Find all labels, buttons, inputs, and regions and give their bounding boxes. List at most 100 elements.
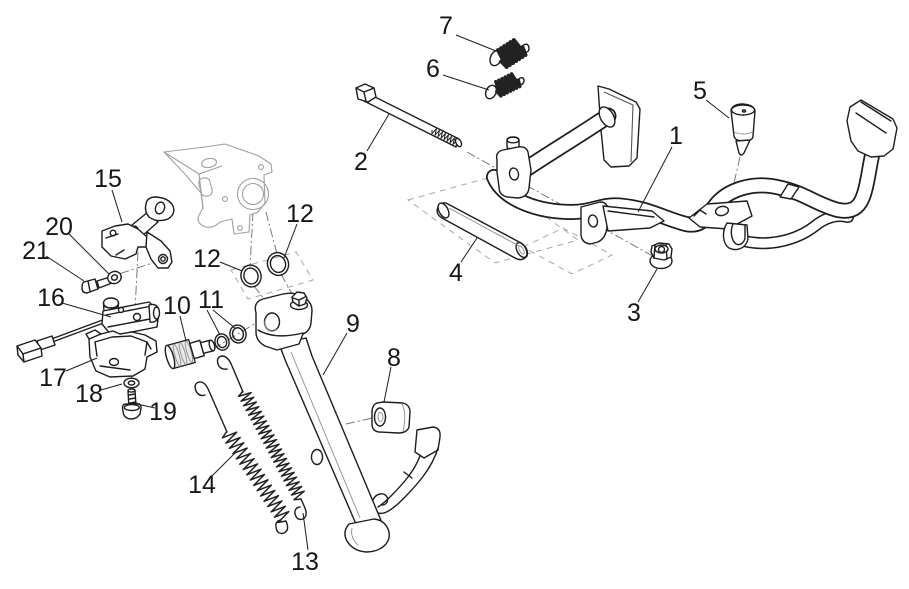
buffer8-face — [373, 407, 387, 427]
leader-line-3 — [637, 268, 658, 303]
bracket-arm — [145, 231, 173, 269]
part-number-16: 16 — [37, 284, 65, 312]
part-19-screw — [121, 388, 142, 420]
cover-hole — [108, 357, 120, 367]
leader-line-8 — [383, 366, 392, 403]
spring14-top-hook — [194, 381, 228, 433]
part-number-9: 9 — [346, 310, 360, 338]
part-label-2: 2 — [354, 113, 390, 176]
bracket-lobe — [144, 196, 175, 222]
clamp-bottom-line — [257, 329, 304, 337]
casting-slot — [198, 177, 213, 197]
leader-line-12a — [219, 261, 243, 272]
switch-plunger-end — [152, 306, 161, 320]
oring-right-inner — [269, 254, 287, 274]
pin-rib-3 — [184, 340, 194, 363]
spring6-coils — [494, 72, 522, 98]
part-20-washer — [107, 270, 122, 285]
part-label-17: 17 — [39, 357, 98, 392]
switch-axis-line — [129, 251, 139, 408]
leader-line-15 — [111, 189, 123, 223]
part-16-switch — [16, 297, 161, 363]
cover-outline — [88, 330, 158, 378]
dashed-reference-boxes — [230, 176, 614, 300]
part-number-3: 3 — [627, 299, 641, 327]
leader-line-21 — [45, 255, 85, 282]
leader-line-10 — [179, 315, 187, 342]
part-label-18: 18 — [75, 380, 123, 408]
part-number-17: 17 — [39, 364, 67, 392]
screw-threads — [128, 393, 137, 404]
casting-boss-outer — [236, 177, 270, 211]
part-3-nut — [649, 242, 673, 270]
casting-hole-1 — [258, 164, 264, 170]
pin-rib-1 — [172, 343, 182, 367]
leader-line-20 — [68, 233, 110, 275]
leg-highlight — [290, 351, 361, 519]
part-label-5: 5 — [693, 77, 730, 119]
switch-screw-2 — [117, 306, 125, 314]
part-17-cover — [85, 329, 158, 378]
hook-inner-curve — [377, 455, 421, 508]
part-number-2: 2 — [354, 148, 368, 176]
bolt21-head-facet — [87, 280, 91, 292]
leader-line-2 — [366, 113, 390, 152]
spring14-coils — [221, 430, 290, 524]
stand-left-foot-plate-edge — [603, 91, 634, 163]
spring13-bottom-hook — [294, 498, 307, 521]
part-number-4: 4 — [449, 259, 463, 287]
part-4-spacer-tube — [436, 202, 529, 261]
bolt2-threads — [431, 128, 460, 147]
buffer8-nipple — [377, 412, 384, 422]
part-12-orings — [240, 251, 290, 288]
leader-line-4 — [460, 237, 478, 263]
part-number-5: 5 — [693, 77, 707, 105]
part-label-3: 3 — [627, 268, 658, 327]
part-number-6: 6 — [426, 55, 440, 83]
reference-engine-casting — [163, 143, 273, 235]
clamp-hole-shade — [264, 316, 278, 332]
part-label-12b: 12 — [283, 200, 314, 259]
part-number-11: 11 — [198, 286, 224, 314]
buffer5-tip — [735, 139, 751, 156]
part-number-18: 18 — [75, 380, 103, 408]
hook-pad — [414, 426, 441, 459]
casting-hole-3 — [222, 196, 228, 202]
stand-bracket-hole — [714, 205, 730, 217]
washer11-b-outer — [229, 324, 247, 344]
part-label-12a: 12 — [193, 245, 243, 273]
leader-line-14 — [211, 451, 237, 477]
part-15-bracket — [101, 196, 175, 269]
leader-line-11 — [212, 309, 237, 330]
oring-left-inner — [243, 267, 259, 285]
casting-ridge-line — [198, 165, 223, 175]
part-label-7: 7 — [439, 12, 497, 52]
part-number-12a: 12 — [193, 245, 221, 273]
part-number-15: 15 — [94, 165, 122, 193]
part-14-spring — [194, 381, 290, 535]
bolt2-tip — [454, 137, 463, 148]
bracket-arm-hole-inner — [160, 256, 166, 262]
bracket-lobe-hole — [154, 201, 166, 215]
washer20-outer — [107, 270, 122, 285]
part-number-8: 8 — [387, 344, 401, 372]
part-number-12b: 12 — [286, 200, 314, 228]
oring-axis-line-1 — [249, 211, 254, 268]
leader-line-19 — [136, 403, 156, 409]
switch-body-lines — [105, 305, 153, 328]
stand-pivot-lug-center — [580, 201, 609, 245]
screw-head-top — [123, 403, 141, 412]
stand-left-foot-plate — [597, 85, 641, 168]
washer11-b-inner — [231, 327, 245, 341]
stand-blade-edge — [607, 210, 655, 218]
leader-line-11 — [206, 309, 221, 336]
leader-line-7 — [455, 34, 497, 52]
part-1-center-stand — [486, 85, 898, 251]
leader-line-12b — [283, 223, 298, 259]
part-label-6: 6 — [426, 55, 490, 91]
nut-hole — [657, 245, 666, 254]
oring-left-outer — [240, 264, 262, 288]
spring7-coils — [496, 38, 528, 69]
pin-rib-2 — [178, 341, 188, 366]
